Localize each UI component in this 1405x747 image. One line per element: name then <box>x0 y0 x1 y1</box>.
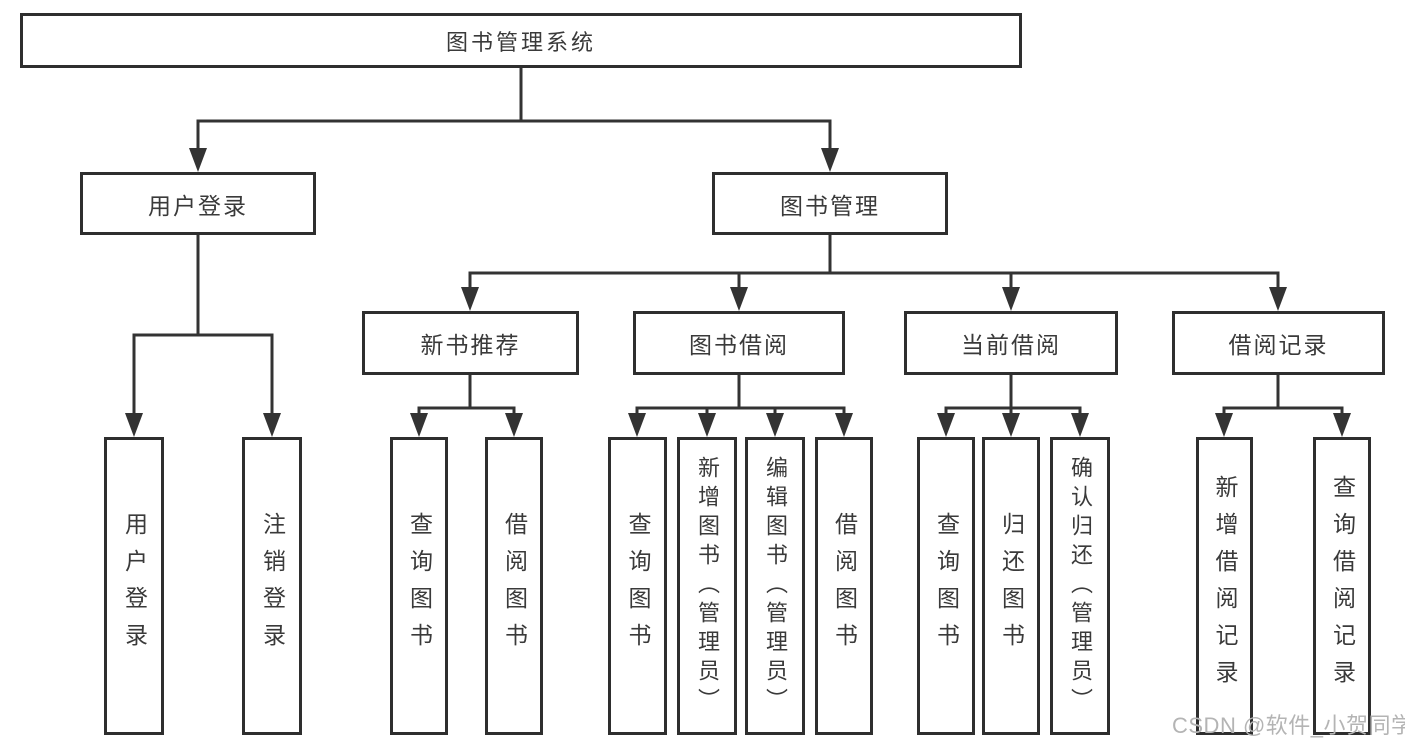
leaf-add-books-admin: 新增图书（管理员） <box>677 437 737 735</box>
node-borrow-records: 借阅记录 <box>1172 311 1385 375</box>
leaf-logout-label: 注销登录 <box>259 512 286 660</box>
leaf-borrow-books-recommend-label: 借阅图书 <box>501 512 528 660</box>
leaf-query-books-borrow-label: 查询图书 <box>625 512 651 660</box>
node-book-management: 图书管理 <box>712 172 948 235</box>
connector-book-borrow-to-leaves <box>628 375 853 437</box>
leaf-add-books-admin-label: 新增图书（管理员） <box>695 455 720 717</box>
leaf-edit-books-admin-label: 编辑图书（管理员） <box>763 455 788 717</box>
leaf-return-books-label: 归还图书 <box>998 512 1025 660</box>
leaf-borrow-books-label: 借阅图书 <box>831 512 858 660</box>
leaf-query-books-current: 查询图书 <box>917 437 975 735</box>
node-current-borrow-label: 当前借阅 <box>961 332 1061 358</box>
leaf-query-books-recommend: 查询图书 <box>390 437 448 735</box>
leaf-user-login: 用户登录 <box>104 437 164 735</box>
leaf-confirm-return-admin-label: 确认归还（管理员） <box>1068 455 1093 717</box>
node-new-book-recommend-label: 新书推荐 <box>420 332 521 358</box>
leaf-logout: 注销登录 <box>242 437 302 735</box>
node-user-login: 用户登录 <box>80 172 316 235</box>
leaf-query-books-borrow: 查询图书 <box>608 437 667 735</box>
leaf-query-borrow-record: 查询借阅记录 <box>1313 437 1371 735</box>
connector-current-borrow-to-leaves <box>937 375 1089 437</box>
leaf-query-books-current-label: 查询图书 <box>933 512 960 660</box>
node-user-login-label: 用户登录 <box>148 192 248 219</box>
leaf-query-borrow-record-label: 查询借阅记录 <box>1329 475 1356 697</box>
node-new-book-recommend: 新书推荐 <box>362 311 579 375</box>
leaf-borrow-books-recommend: 借阅图书 <box>485 437 543 735</box>
leaf-return-books: 归还图书 <box>982 437 1040 735</box>
connector-root-to-level2 <box>189 68 839 172</box>
node-book-borrow: 图书借阅 <box>633 311 845 375</box>
leaf-edit-books-admin: 编辑图书（管理员） <box>745 437 805 735</box>
leaf-add-borrow-record: 新增借阅记录 <box>1196 437 1253 735</box>
connector-borrow-records-to-leaves <box>1215 375 1351 437</box>
node-borrow-records-label: 借阅记录 <box>1228 332 1329 358</box>
connector-new-books-to-leaves <box>410 375 523 437</box>
connector-book-mgmt-to-level3 <box>461 235 1287 311</box>
node-current-borrow: 当前借阅 <box>904 311 1118 375</box>
leaf-borrow-books: 借阅图书 <box>815 437 873 735</box>
leaf-confirm-return-admin: 确认归还（管理员） <box>1050 437 1110 735</box>
csdn-watermark: CSDN @软件_小贺同学 <box>1172 713 1405 738</box>
connector-user-login-to-leaves <box>125 235 281 437</box>
leaf-add-borrow-record-label: 新增借阅记录 <box>1212 475 1238 697</box>
leaf-user-login-label: 用户登录 <box>121 512 148 660</box>
node-book-management-label: 图书管理 <box>780 192 880 219</box>
node-root: 图书管理系统 <box>20 13 1022 68</box>
node-root-label: 图书管理系统 <box>445 29 596 55</box>
node-book-borrow-label: 图书借阅 <box>689 332 789 358</box>
leaf-query-books-recommend-label: 查询图书 <box>406 512 433 660</box>
